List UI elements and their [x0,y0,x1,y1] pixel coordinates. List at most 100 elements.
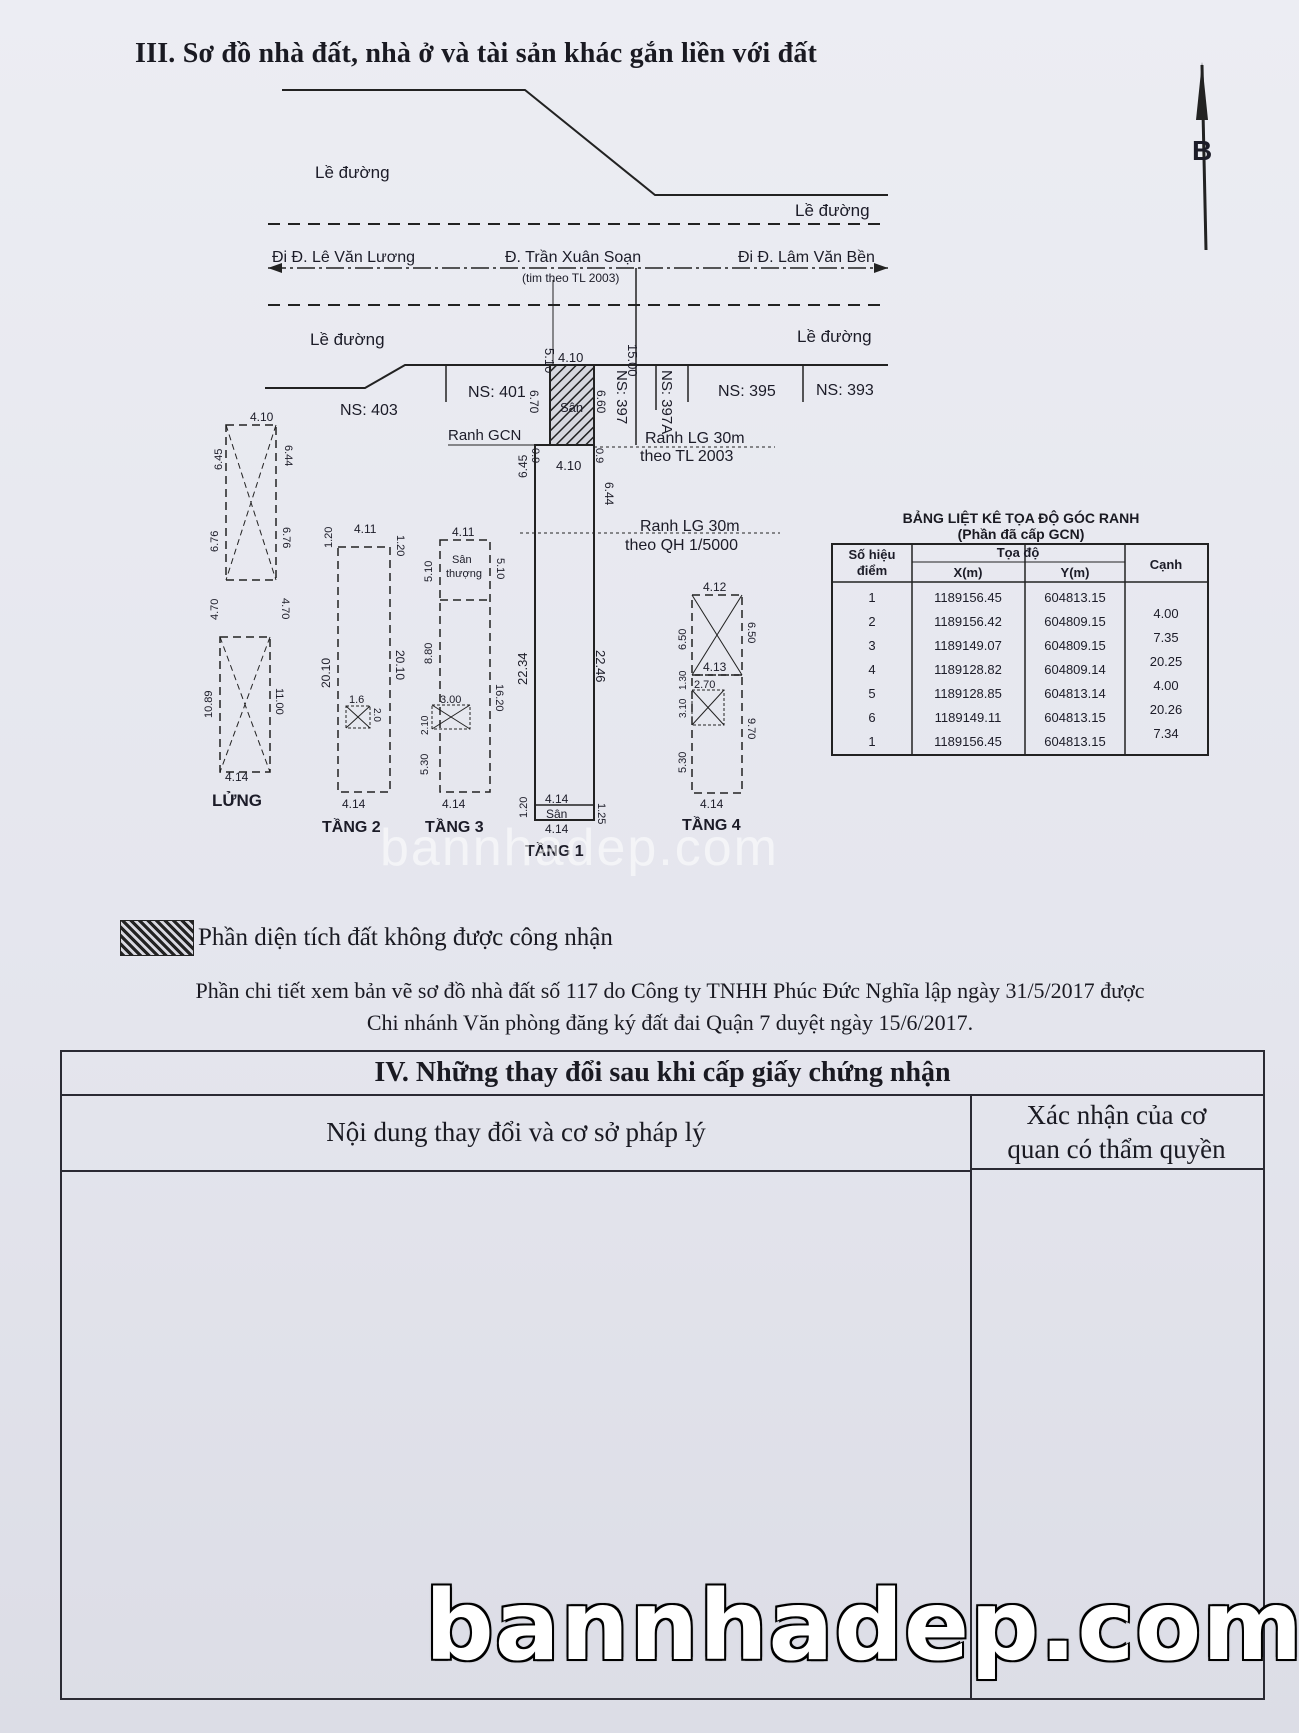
t3-void-x2 [431,704,471,730]
floor-t4-label: TẦNG 4 [682,815,741,834]
watermark-small: bannhadep.com [380,819,779,877]
ranh-gcn-label: Ranh GCN [448,427,521,444]
t4-dim-970: 9.70 [745,718,757,739]
floor-t3-label: TẦNG 3 [425,817,484,836]
ns-393-label: NS: 393 [816,382,874,399]
t3-dim-880: 8.80 [423,643,435,664]
changes-content-header: Nội dung thay đổi và cơ sở pháp lý [62,1094,972,1172]
lung-upper-x2 [225,424,277,581]
note-line-2: Chi nhánh Văn phòng đăng ký đất đai Quận… [366,1010,974,1035]
t2-dim-16: 1.6 [349,694,364,706]
t4-void-x2 [691,689,725,726]
floor-t2-label: TẦNG 2 [322,817,381,836]
lung-dim-470-right: 4.70 [279,598,291,619]
coord-table-title: BẢNG LIỆT KÊ TỌA ĐỘ GÓC RANH (Phần đã cấ… [830,510,1212,542]
t3-void-box [431,704,471,730]
t3-dim-411: 4.11 [452,525,475,539]
t2-dim-120-left: 1.20 [323,527,335,548]
t4-dim-310: 3.10 [678,698,689,718]
legend-text: Phần diện tích đất không được công nhận [198,924,613,951]
t4-dim-650-left: 6.50 [677,629,689,650]
authority-header-line2: quan có thẩm quyền [1007,1134,1226,1164]
coord-h-canh: Cạnh [1150,557,1183,572]
le-duong-label-4: Lề đường [797,327,872,346]
legend: Phần diện tích đất không được công nhận [120,920,840,960]
t3-san-thuong-1: Sân [452,554,472,566]
t4-dim-412: 4.12 [703,580,727,594]
ranh-lg-tl-label-1: Ranh LG 30m [645,430,745,447]
t3-dim-414: 4.14 [442,797,466,811]
road-center-sublabel: (tim theo TL 2003) [522,271,619,285]
t3-dim-510-right: 5.10 [494,558,506,579]
coord-row-x-6: 1189156.45 [934,734,1002,749]
t3-dim-210: 2.10 [420,715,431,735]
main-plot-outline [534,444,595,821]
coord-row-x-4: 1189128.85 [934,686,1002,701]
authority-confirmation-header: Xác nhận của cơ quan có thẩm quyền [970,1094,1263,1170]
lung-dim-644: 6.44 [282,445,294,466]
coord-edge-1: 7.35 [1153,630,1178,645]
coord-h-x: X(m) [954,565,983,580]
lung-lower-x2 [219,636,271,773]
coord-row-id-6: 1 [868,734,875,749]
site-plan-diagram: Lề đường Lề đường Đi Đ. Lê Văn Lương Đ. … [203,62,1212,860]
coord-row-x-3: 1189128.82 [934,662,1002,677]
upper-road-edge [282,89,888,196]
ns-397a-label: NS: 397A [658,370,675,434]
lung-dim-1100: 11.00 [273,688,285,715]
north-arrow-head [1196,62,1208,120]
hatch-swatch [120,920,194,956]
t4-dim-130: 1.30 [678,670,689,690]
ns-401-label: NS: 401 [468,384,526,401]
road-right-arrow [874,263,888,273]
t4-dim-413: 4.13 [703,660,727,674]
dim-2246: 22.46 [593,650,608,683]
coord-table-title-line1: BẢNG LIỆT KÊ TỌA ĐỘ GÓC RANH [902,510,1140,526]
coord-table-border [831,543,1209,756]
ns-403-label: NS: 403 [340,402,398,419]
dim-414-bottom: 4.14 [545,822,569,836]
t2-dim-2010-left: 20.10 [319,658,333,688]
lung-dim-410: 4.10 [250,410,274,424]
coord-row-id-4: 5 [868,686,875,701]
coord-row-x-2: 1189149.07 [934,638,1002,653]
t3-dim-510-left: 5.10 [423,561,435,582]
dim-410-top: 4.10 [558,350,583,365]
ranh-lg-qh-label-1: Ranh LG 30m [640,518,740,535]
t4-upper-x2 [691,594,743,676]
san-label-bottom: Sân [546,807,567,821]
t2-dim-2010-right: 20.10 [393,650,407,680]
dim-09-right: 0.9 [593,448,605,463]
t2-dim-411: 4.11 [354,522,377,536]
coord-edge-5: 7.34 [1153,726,1178,741]
changes-table: IV. Những thay đổi sau khi cấp giấy chứn… [60,1050,1265,1700]
t3-dim-530: 5.30 [419,754,431,775]
coord-row-y-0: 604813.15 [1044,590,1105,605]
coord-edge-0: 4.00 [1153,606,1178,621]
ranh-lg-qh-label-2: theo QH 1/5000 [625,537,738,554]
coord-row-id-0: 1 [868,590,875,605]
dim-410-mid: 4.10 [556,458,581,473]
lung-dim-414: 4.14 [225,770,249,784]
t2-void-x2 [345,705,371,729]
coord-h-sohieu-1: Số hiệu [849,547,896,562]
coord-h-y: Y(m) [1061,565,1090,580]
coord-row-id-2: 3 [868,638,875,653]
floor4-lower [691,674,743,794]
note-line-1: Phần chi tiết xem bản vẽ sơ đồ nhà đất s… [195,978,1145,1003]
dim-414-lower: 4.14 [545,792,569,806]
coord-row-y-3: 604809.14 [1044,662,1105,677]
lower-road-edge [265,364,888,389]
t3-dim-1620: 16.20 [493,684,505,712]
san-label-top: Sân [560,400,583,415]
unrecognized-land-area [549,364,595,446]
ns-395-label: NS: 395 [718,383,776,400]
coord-table-title-line2: (Phần đã cấp GCN) [957,526,1085,542]
coord-edge-4: 20.26 [1150,702,1183,717]
t2-void-box [345,705,371,729]
lung-dim-676-right: 6.76 [280,527,292,548]
coord-row-x-1: 1189156.42 [934,614,1002,629]
authority-header-line1: Xác nhận của cơ [1026,1100,1207,1130]
